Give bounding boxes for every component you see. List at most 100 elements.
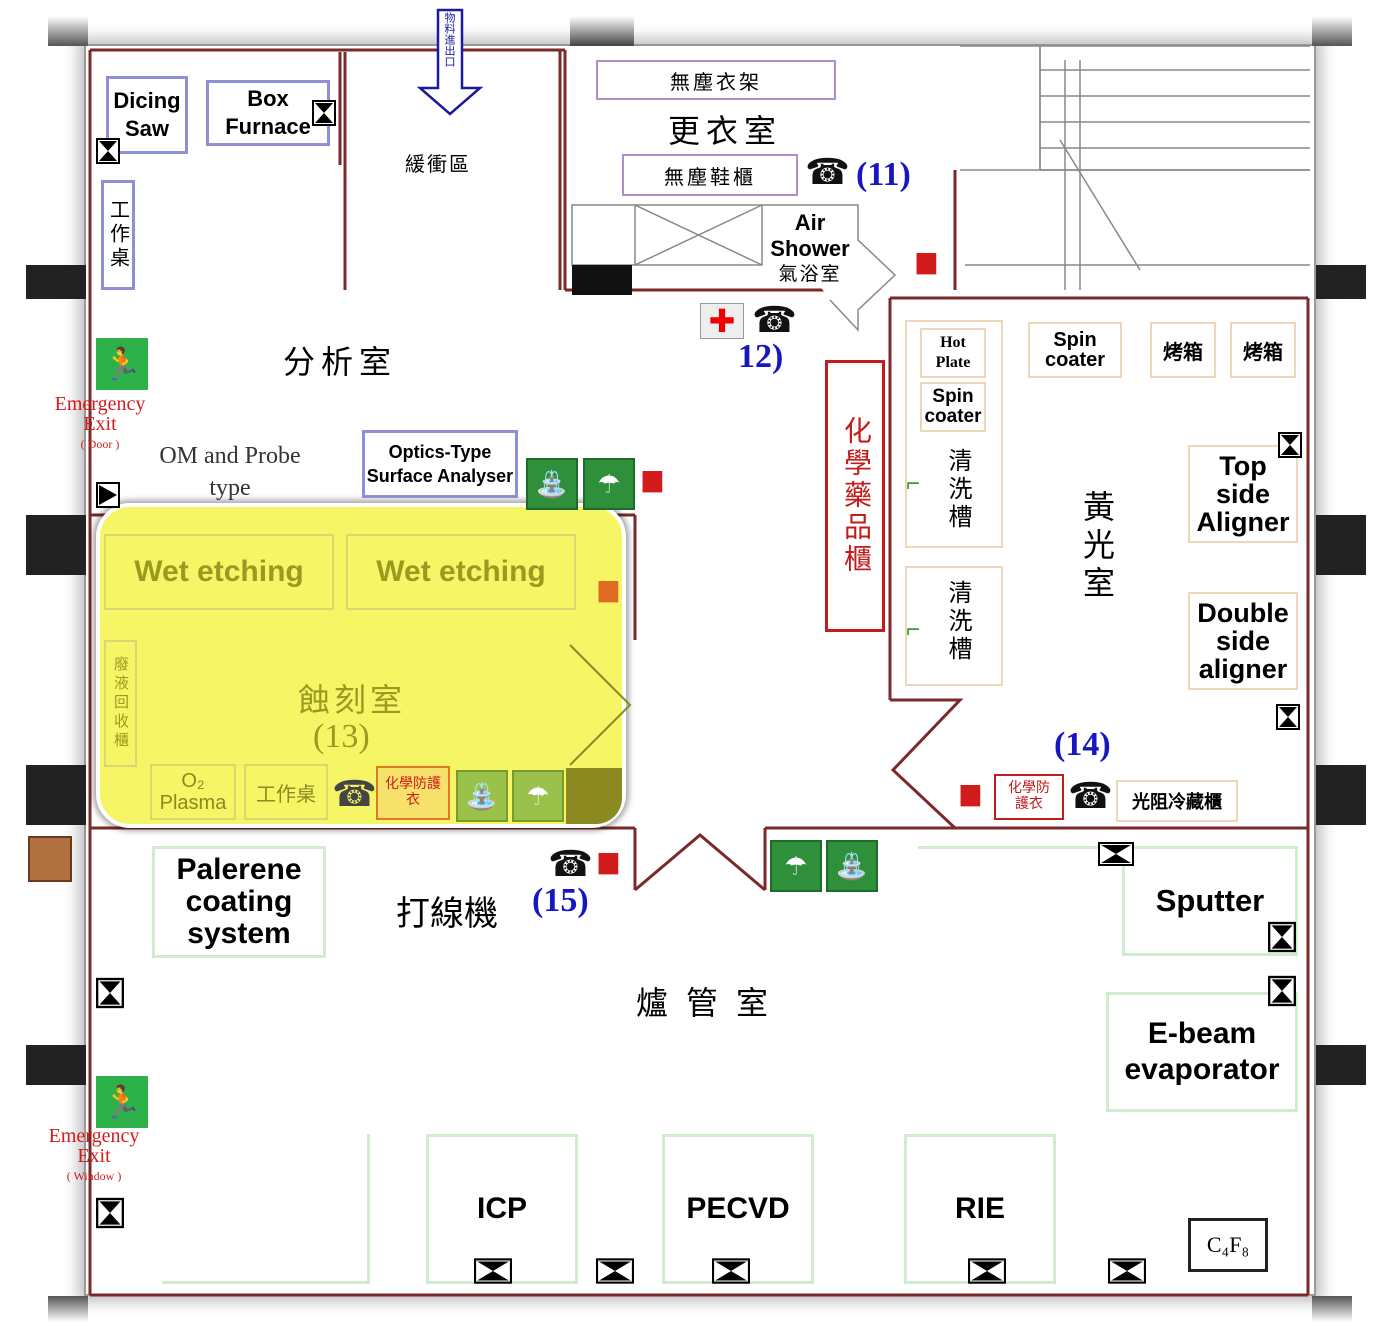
pillar <box>1312 1296 1352 1322</box>
double-side-aligner[interactable]: Double side aligner <box>1188 592 1298 690</box>
valve-icon <box>1098 842 1134 866</box>
marker-15: (15) <box>532 882 589 919</box>
yellow-room-bench <box>905 320 1003 548</box>
cleanroom-rack[interactable]: 無塵衣架 <box>596 60 836 100</box>
wire-bonder-label[interactable]: 打線機 <box>396 895 498 933</box>
phone-icon: ☎ <box>332 773 377 814</box>
etch-room-corner <box>566 768 622 824</box>
etch-room-door <box>569 644 632 766</box>
photoresist-fridge[interactable]: 光阻冷藏櫃 <box>1116 780 1238 822</box>
pillar <box>26 265 86 299</box>
material-door-label: 物料進出口 <box>443 12 455 67</box>
air-shower[interactable]: Air Shower 氣浴室 <box>770 210 850 285</box>
rinse-tank-2-frame <box>905 566 1003 686</box>
eyewash-icon: ⛲ <box>526 458 578 510</box>
chemical-suit[interactable]: 化學防護衣 <box>994 774 1064 820</box>
first-aid-icon: ✚ <box>700 303 744 339</box>
etch-chemical-suit[interactable]: 化學防護衣 <box>376 766 450 820</box>
valve-icon <box>96 138 120 164</box>
valve-icon <box>1268 921 1296 953</box>
pillar <box>26 1045 86 1085</box>
oven-2[interactable]: 烤箱 <box>1230 322 1296 378</box>
pillar <box>1312 16 1352 46</box>
yellow-room-label: 黃光室 <box>1079 490 1115 604</box>
hot-plate[interactable]: Hot Plate <box>920 328 986 378</box>
spin-coater-1[interactable]: Spin coater <box>920 382 986 432</box>
sputter[interactable]: Sputter <box>1122 846 1298 956</box>
pillar <box>1316 515 1366 575</box>
analysis-room-label: 分析室 <box>283 344 398 380</box>
phone-icon: ☎ <box>752 299 797 340</box>
valve-icon <box>312 100 336 126</box>
optics-analyser[interactable]: Optics-Type Surface Analyser <box>362 430 518 498</box>
faucet-icon: ⌐ <box>906 470 921 497</box>
valve-icon <box>96 977 124 1009</box>
c4f8-gas[interactable]: C₄F₈ <box>1188 1218 1268 1272</box>
eyewash-icon: ⛲ <box>826 840 878 892</box>
furnace-room-label: 爐管室 <box>636 985 787 1021</box>
wall-panel-icon <box>28 836 72 882</box>
box-furnace[interactable]: Box Furnace <box>206 80 330 146</box>
wet-etching-2[interactable]: Wet etching <box>346 534 576 610</box>
eyewash-icon: ⛲ <box>456 770 508 822</box>
pillar <box>1316 765 1366 825</box>
fire-extinguisher-icon: ▮▮ <box>640 464 665 495</box>
fire-extinguisher-icon: ▮▮ <box>596 846 621 877</box>
parylene-coating-system[interactable]: Palerene coating system <box>152 846 326 958</box>
phone-icon: ☎ <box>1068 775 1113 816</box>
valve-icon <box>712 1258 750 1284</box>
valve-icon <box>96 482 120 508</box>
phone-icon: ☎ <box>805 151 850 192</box>
rinse-tank-1[interactable]: 清洗槽 <box>944 448 970 532</box>
valve-icon <box>96 1197 124 1229</box>
valve-icon <box>596 1258 634 1284</box>
emergency-exit-window-label: Emergency Exit ( Window ) <box>48 1125 140 1183</box>
safety-shower-icon: ☂ <box>770 840 822 892</box>
fire-extinguisher-icon: ▮▮ <box>958 778 983 809</box>
pillar <box>1316 265 1366 299</box>
marker-14: (14) <box>1054 726 1111 763</box>
waste-recycle-cabinet[interactable]: 廢液回收櫃 <box>104 640 137 767</box>
emergency-exit-door-label: Emergency Exit ( Door ) <box>54 393 146 451</box>
workbench[interactable]: 工作桌 <box>101 180 135 290</box>
pillar <box>48 16 88 46</box>
pillar <box>26 765 86 825</box>
om-probe[interactable]: OM and Probe type <box>159 443 301 501</box>
pillar <box>1316 1045 1366 1085</box>
marker-13: (13) <box>313 718 370 755</box>
o2-plasma[interactable]: O₂ Plasma <box>150 764 236 820</box>
rinse-tank-2[interactable]: 清洗槽 <box>944 580 970 664</box>
shoe-cabinet[interactable]: 無塵鞋櫃 <box>622 154 798 196</box>
pillar <box>48 1296 88 1322</box>
pillar <box>570 16 634 46</box>
top-side-aligner[interactable]: Top side Aligner <box>1188 445 1298 543</box>
pillar <box>26 515 86 575</box>
phone-icon: ☎ <box>548 843 593 884</box>
left-bay-frame <box>162 1134 370 1284</box>
changing-room-label: 更衣室 <box>668 113 783 149</box>
valve-icon <box>1276 704 1300 730</box>
fire-extinguisher-icon: ▮▮ <box>914 246 939 277</box>
chemical-cabinet[interactable]: 化學藥品櫃 <box>825 360 885 632</box>
valve-icon <box>1278 432 1302 458</box>
etch-room-label: 蝕刻室 <box>298 682 407 718</box>
faucet-icon: ⌐ <box>906 616 921 643</box>
spin-coater-2[interactable]: Spin coater <box>1028 322 1122 378</box>
ebeam-evaporator[interactable]: E-beam evaporator <box>1106 992 1298 1112</box>
buffer-zone-label: 緩衝區 <box>405 154 471 176</box>
wet-etching-1[interactable]: Wet etching <box>104 534 334 610</box>
marker-11: (11) <box>856 156 911 193</box>
fire-extinguisher-icon: ▮▮ <box>596 574 621 605</box>
marker-12: 12) <box>738 338 784 375</box>
oven-1[interactable]: 烤箱 <box>1150 322 1216 378</box>
etch-workbench[interactable]: 工作桌 <box>244 764 328 820</box>
valve-icon <box>1268 975 1296 1007</box>
valve-icon <box>474 1258 512 1284</box>
emergency-exit-door-icon: 🏃 <box>96 338 148 390</box>
safety-shower-icon: ☂ <box>512 770 564 822</box>
valve-icon <box>968 1258 1006 1284</box>
dicing-saw[interactable]: Dicing Saw <box>106 76 188 154</box>
emergency-exit-window-icon: 🏃 <box>96 1076 148 1128</box>
